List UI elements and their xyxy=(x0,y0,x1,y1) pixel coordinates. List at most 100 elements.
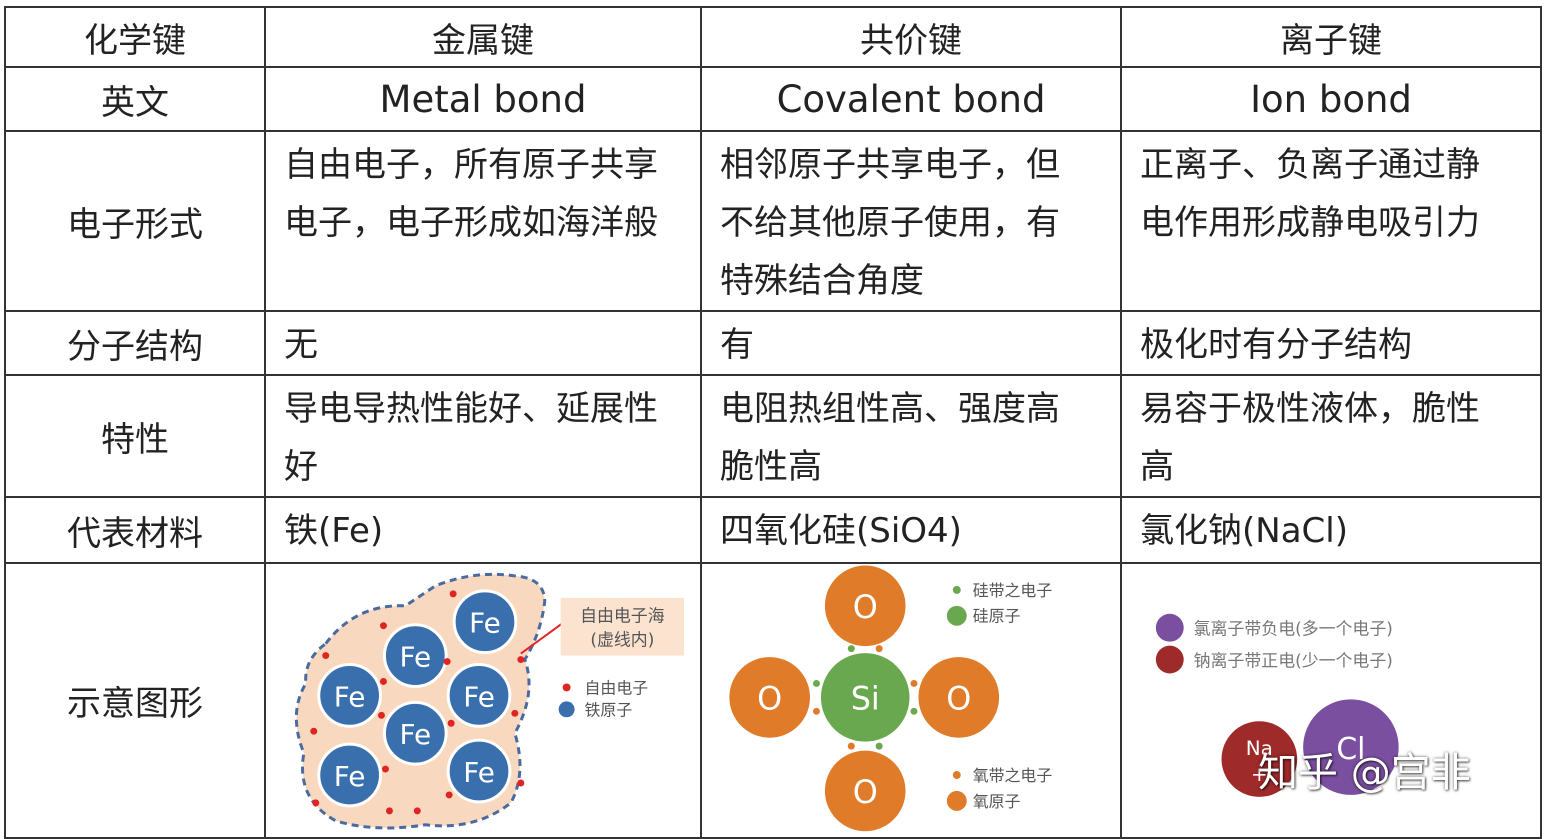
header-ionic-bond: 离子键 xyxy=(1120,6,1542,68)
legend-silicon-atom-label: 硅原子 xyxy=(973,607,1021,626)
atom-label: Fe xyxy=(399,718,431,751)
oxygen-electron xyxy=(812,707,820,715)
text-line: 正离子、负离子通过静 xyxy=(1140,145,1480,185)
silicon-electron xyxy=(847,645,855,653)
atom-label: Fe xyxy=(469,607,501,640)
text-line: 相邻原子共享电子，但 xyxy=(720,145,1060,185)
oxygen-electron xyxy=(875,645,883,653)
covalent-bond-diagram: O O O O Si 硅带 xyxy=(726,564,1053,835)
row-label-english: 英文 xyxy=(4,66,266,132)
atom-label: Fe xyxy=(334,680,366,713)
ion-label: Na xyxy=(1246,737,1273,760)
callout-line: (虚线内) xyxy=(590,630,654,650)
oxygen-atom: O xyxy=(821,564,909,650)
oxygen-electron xyxy=(847,742,855,750)
sodium-ion: Na + xyxy=(1221,721,1298,797)
properties-covalent: 电阻热组性高、强度高 脆性高 xyxy=(700,374,1122,498)
molecular-structure-ionic: 极化时有分子结构 xyxy=(1120,310,1542,376)
iron-atom: Fe xyxy=(317,742,382,808)
iron-atom: Fe xyxy=(382,623,448,688)
free-electron xyxy=(517,656,525,664)
callout-line: 自由电子海 xyxy=(580,606,665,626)
atom-label: O xyxy=(853,773,878,811)
row-label-molecular-structure: 分子结构 xyxy=(4,310,266,376)
free-electron xyxy=(322,652,330,660)
iron-atom: Fe xyxy=(452,589,518,655)
text-line: 电阻热组性高、强度高 xyxy=(720,389,1060,429)
bond-comparison-table: 化学键 金属键 共价键 离子键 英文 Metal bond Covalent b… xyxy=(4,6,1542,839)
oxygen-electron xyxy=(910,679,918,687)
text-line: 导电导热性能好、延展性 xyxy=(284,389,658,429)
header-covalent-bond: 共价键 xyxy=(700,6,1122,68)
free-electron xyxy=(449,590,457,598)
ion-charge: + xyxy=(1251,763,1268,786)
free-electron xyxy=(379,622,387,630)
material-ionic: 氯化钠(NaCl) xyxy=(1120,496,1542,564)
free-electron xyxy=(379,677,387,685)
text-line: 脆性高 xyxy=(720,447,822,487)
free-electron xyxy=(517,779,525,787)
material-metal: 铁(Fe) xyxy=(264,496,702,564)
legend-iron-atom-swatch xyxy=(558,701,575,718)
row-english: 英文 Metal bond Covalent bond Ion bond xyxy=(4,66,1542,132)
free-electron xyxy=(447,719,455,727)
oxygen-atom: O xyxy=(726,654,813,741)
ionic-bond-diagram: 氯离子带负电(多一个电子) 钠离子带正电(少一个电子) Cl Na + xyxy=(1155,613,1399,797)
electron-form-ionic: 正离子、负离子通过静 电作用形成静电吸引力 xyxy=(1120,130,1542,312)
molecular-structure-metal: 无 xyxy=(264,310,702,376)
iron-atom: Fe xyxy=(317,663,382,728)
legend-sodium-swatch xyxy=(1155,645,1184,674)
metal-bond-diagram: Fe Fe Fe Fe Fe Fe Fe xyxy=(294,572,685,830)
legend-sodium-label: 钠离子带正电(少一个电子) xyxy=(1194,651,1393,671)
free-electron xyxy=(443,658,451,666)
atom-label: Fe xyxy=(463,680,495,713)
legend-silicon-atom-swatch xyxy=(946,605,967,626)
free-electron xyxy=(377,711,385,719)
free-electron xyxy=(413,807,421,815)
callout-box xyxy=(560,597,685,656)
free-electron xyxy=(381,765,389,773)
text-line: 好 xyxy=(284,447,318,487)
ion-label: Cl xyxy=(1336,732,1365,767)
iron-atom: Fe xyxy=(446,663,512,728)
atom-label: O xyxy=(757,679,782,717)
header-row: 化学键 金属键 共价键 离子键 xyxy=(4,6,1542,68)
row-label-representative-material: 代表材料 xyxy=(4,496,266,564)
atom-label: Fe xyxy=(463,756,495,789)
legend-oxygen-electron-label: 氧带之电子 xyxy=(973,766,1053,785)
iron-atom: Fe xyxy=(446,738,512,804)
oxygen-atom: O xyxy=(821,747,909,835)
header-chemical-bond: 化学键 xyxy=(4,6,266,68)
covalent-bond-figure: O O O O Si 硅带 xyxy=(700,562,1122,839)
legend-chloride-label: 氯离子带负电(多一个电子) xyxy=(1194,619,1393,639)
row-properties: 特性 导电导热性能好、延展性 好 电阻热组性高、强度高 脆性高 易容于极性液体，… xyxy=(4,374,1542,498)
free-electron xyxy=(385,807,393,815)
legend-chloride-swatch xyxy=(1155,613,1184,642)
iron-atoms: Fe Fe Fe Fe Fe Fe Fe xyxy=(317,589,518,808)
molecular-structure-covalent: 有 xyxy=(700,310,1122,376)
row-molecular-structure: 分子结构 无 有 极化时有分子结构 xyxy=(4,310,1542,376)
legend-oxygen-atom-swatch xyxy=(946,790,967,811)
english-ionic: Ion bond xyxy=(1120,66,1542,132)
free-electron xyxy=(445,791,453,799)
text-line: 高 xyxy=(1140,447,1174,487)
legend-iron-atom-label: 铁原子 xyxy=(585,700,633,719)
atom-label: Fe xyxy=(334,760,366,793)
chloride-ion: Cl xyxy=(1303,699,1399,795)
free-electron xyxy=(310,727,318,735)
legend-silicon-electron-label: 硅带之电子 xyxy=(973,581,1053,600)
row-label-properties: 特性 xyxy=(4,374,266,498)
legend-free-electron-swatch xyxy=(562,683,571,692)
legend-free-electron-label: 自由电子 xyxy=(585,678,649,697)
silicon-atom: Si xyxy=(817,650,913,745)
free-electrons xyxy=(310,590,525,815)
iron-atom: Fe xyxy=(382,700,448,766)
text-line: 电作用形成静电吸引力 xyxy=(1140,203,1480,243)
legend-oxygen-electron-swatch xyxy=(952,771,961,779)
english-metal: Metal bond xyxy=(264,66,702,132)
row-label-electron-form: 电子形式 xyxy=(4,130,266,312)
silicon-electron xyxy=(910,707,918,715)
properties-ionic: 易容于极性液体，脆性 高 xyxy=(1120,374,1542,498)
callout-pointer xyxy=(520,620,566,655)
